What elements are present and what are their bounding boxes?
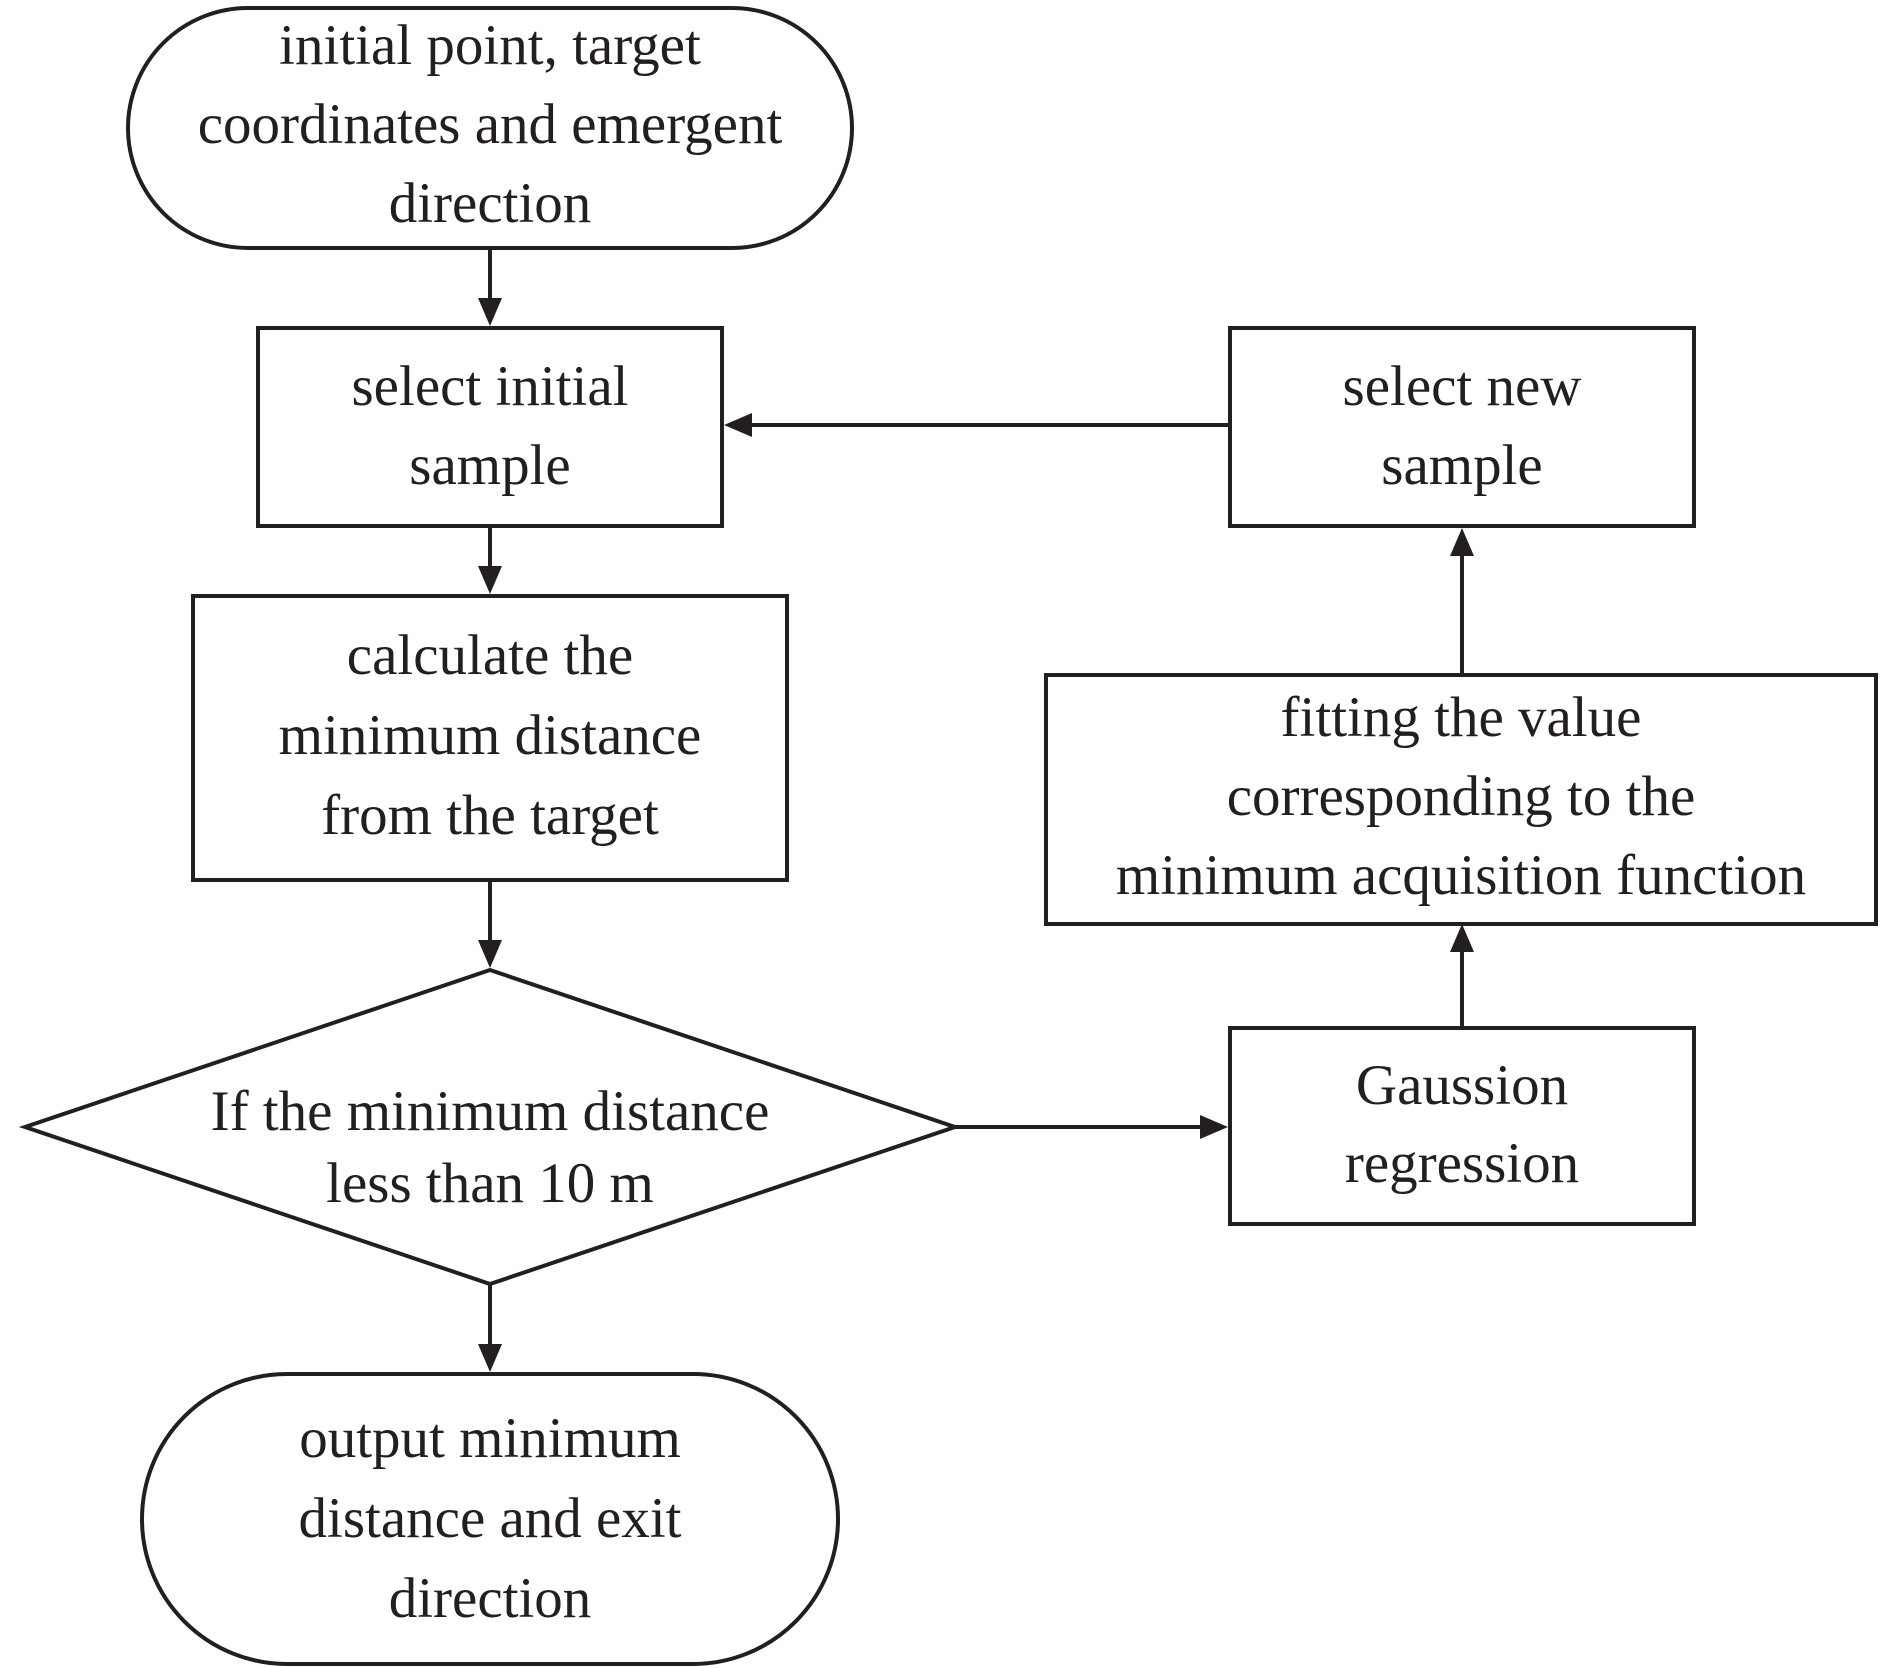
- start-terminal-shape: [126, 6, 854, 250]
- calculate-distance-shape: [191, 594, 789, 882]
- calculate-distance-line-2: minimum distance: [279, 704, 702, 767]
- select-new-sample-line-1: select new: [1343, 355, 1582, 418]
- output-terminal: output minimum distance and exit directi…: [140, 1372, 840, 1666]
- output-terminal-line-1: output minimum: [299, 1407, 681, 1470]
- arrowhead-down-icon: [478, 566, 502, 594]
- calculate-distance-box: calculate the minimum distance from the …: [191, 594, 789, 882]
- distance-decision-line-2: less than 10 m: [326, 1152, 654, 1215]
- select-new-sample-box: select new sample: [1228, 326, 1696, 528]
- fitting-value-line-1: fitting the value: [1281, 686, 1642, 749]
- fitting-value-shape: [1044, 673, 1878, 926]
- arrowhead-down-icon: [478, 298, 502, 326]
- select-new-sample-line-2: sample: [1381, 434, 1542, 497]
- gaussion-regression-line-2: regression: [1345, 1132, 1579, 1195]
- gaussion-regression-shape: [1228, 1026, 1696, 1226]
- start-terminal-line-2: coordinates and emergent: [198, 93, 783, 156]
- arrowhead-right-icon: [1200, 1115, 1228, 1139]
- fitting-value-line-2: corresponding to the: [1227, 765, 1696, 828]
- fitting-value-box: fitting the value corresponding to the m…: [1044, 673, 1878, 926]
- calculate-distance-line-1: calculate the: [347, 624, 633, 687]
- start-terminal-line-3: direction: [389, 172, 592, 235]
- output-terminal-shape: [140, 1372, 840, 1666]
- select-new-sample-shape: [1228, 326, 1696, 528]
- distance-decision: If the minimum distance less than 10 m: [18, 967, 962, 1287]
- output-terminal-line-2: distance and exit: [298, 1487, 681, 1550]
- connectors: [478, 248, 1474, 1372]
- arrowhead-up-icon: [1450, 924, 1474, 952]
- start-terminal: initial point, target coordinates and em…: [126, 6, 854, 250]
- distance-decision-line-1: If the minimum distance: [211, 1080, 770, 1143]
- calculate-distance-line-3: from the target: [321, 784, 659, 847]
- select-initial-sample-line-2: sample: [409, 434, 570, 497]
- arrowhead-up-icon: [1450, 528, 1474, 556]
- select-initial-sample-line-1: select initial: [352, 355, 629, 418]
- select-initial-sample-box: select initial sample: [256, 326, 724, 528]
- arrowhead-down-icon: [478, 940, 502, 968]
- arrowhead-down-icon: [478, 1344, 502, 1372]
- fitting-value-line-3: minimum acquisition function: [1116, 844, 1806, 907]
- start-terminal-line-1: initial point, target: [279, 14, 701, 77]
- output-terminal-line-3: direction: [389, 1567, 592, 1630]
- select-initial-sample-shape: [256, 326, 724, 528]
- gaussion-regression-box: Gaussion regression: [1228, 1026, 1696, 1226]
- distance-decision-shape: [18, 967, 962, 1287]
- gaussion-regression-line-1: Gaussion: [1356, 1054, 1568, 1117]
- arrowhead-left-icon: [724, 413, 752, 437]
